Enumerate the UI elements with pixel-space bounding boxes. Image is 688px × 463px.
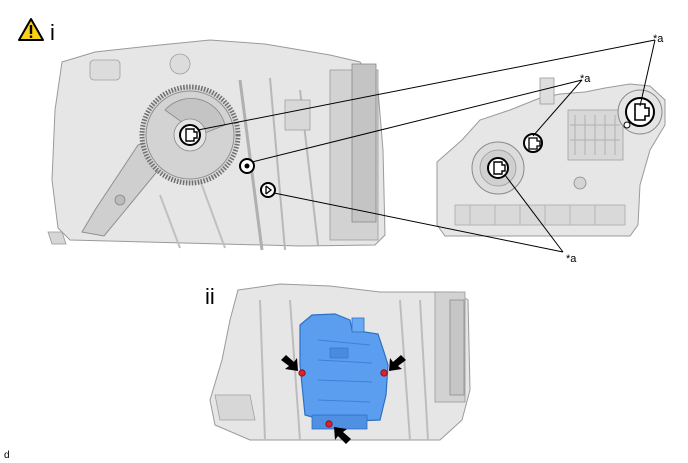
clip-marker-part-mid	[523, 133, 543, 153]
figure-id: d	[4, 450, 10, 461]
housing-assembly-i	[47, 39, 386, 251]
callout-a-bottom: *a	[566, 253, 577, 265]
arrow-right-icon	[389, 355, 406, 371]
highlighted-actuator	[299, 313, 389, 430]
step-label-i: i	[50, 20, 55, 45]
screw-right	[380, 369, 388, 377]
arrow-bottom-icon	[334, 427, 351, 444]
callout-a-middle: *a	[580, 73, 591, 85]
clip-marker-part-gear	[487, 157, 509, 179]
clip-marker-gear-center	[179, 124, 201, 146]
screw-left	[298, 369, 306, 377]
screw-bottom	[325, 420, 333, 428]
arrow-left-icon	[281, 355, 298, 371]
clip-marker-mid	[239, 158, 255, 174]
leader-lines	[197, 39, 656, 253]
step-label-ii: ii	[205, 284, 215, 309]
warning-triangle-icon	[18, 18, 44, 41]
clip-marker-part-large	[623, 97, 655, 129]
clip-marker-lower	[260, 182, 276, 198]
callout-a-top: *a	[653, 33, 664, 45]
